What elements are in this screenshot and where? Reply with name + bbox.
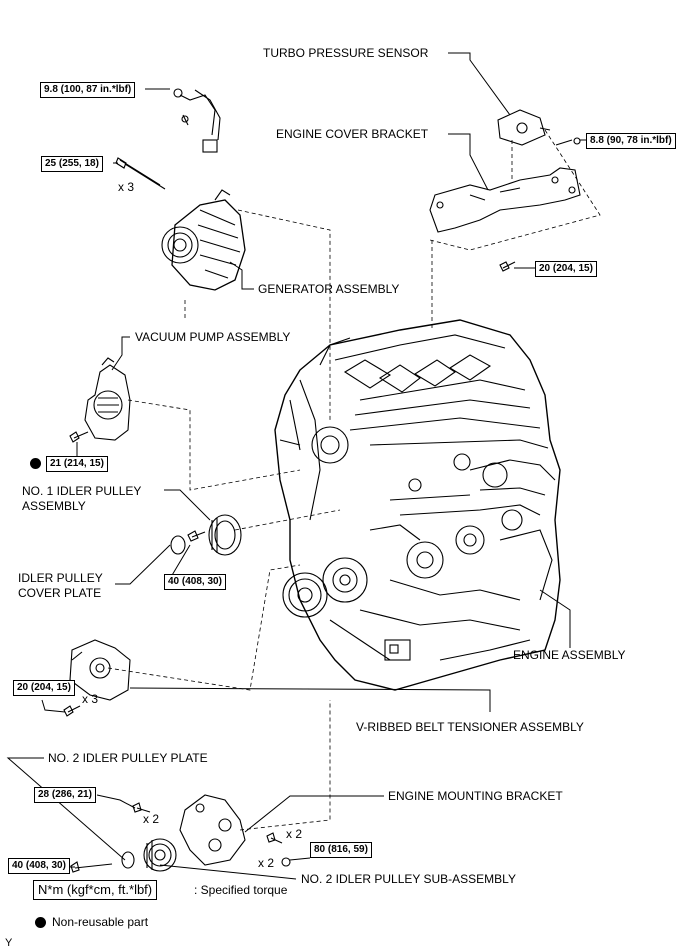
engine-mounting-bracket-drawing [179, 794, 246, 866]
torque-spec-21: 21 (214, 15) [46, 456, 108, 472]
torque-spec-20-tensioner: 20 (204, 15) [13, 680, 75, 696]
legend-non-reusable-dot [35, 917, 46, 928]
torque-spec-28: 28 (286, 21) [34, 787, 96, 803]
torque-spec-80: 80 (816, 59) [310, 842, 372, 858]
no2-idler-pulley-plate-label: NO. 2 IDLER PULLEY PLATE [48, 751, 208, 765]
engine-cover-bracket-drawing [429, 167, 581, 233]
bolt-count-x2-upper: x 2 [286, 827, 303, 841]
bolt-count-x2-lower: x 2 [258, 856, 275, 870]
no2-idler-pulley-sub-assembly-label: NO. 2 IDLER PULLEY SUB-ASSEMBLY [301, 872, 516, 886]
torque-spec-20-bracket: 20 (204, 15) [535, 261, 597, 277]
turbo-pressure-sensor-label: TURBO PRESSURE SENSOR [263, 46, 429, 60]
no2-idler-pulley-plate-drawing [121, 851, 135, 869]
torque-spec-40-plate: 40 (408, 30) [8, 858, 70, 874]
illustration-code: Y [5, 937, 13, 949]
idler-pulley-cover-label-line2: COVER PLATE [18, 586, 102, 600]
bolt-count-x3-tensioner: x 3 [82, 692, 99, 706]
engine-mounting-bracket-label: ENGINE MOUNTING BRACKET [388, 789, 563, 803]
torque-spec-40-pulley: 40 (408, 30) [164, 574, 226, 590]
no2-idler-pulley-drawing [143, 838, 177, 872]
no1-idler-pulley-label-line1: NO. 1 IDLER PULLEY [22, 484, 142, 498]
legend-non-reusable-text: Non-reusable part [52, 915, 149, 929]
engine-assembly-drawing [274, 319, 561, 691]
generator-assembly-drawing [161, 88, 246, 291]
tensioner-drawing [69, 639, 131, 701]
v-ribbed-belt-tensioner-label: V-RIBBED BELT TENSIONER ASSEMBLY [356, 720, 584, 734]
no1-idler-pulley-label-line2: ASSEMBLY [22, 499, 86, 513]
bolt-count-x3-generator: x 3 [118, 180, 135, 194]
idler-pulley-cover-label-line1: IDLER PULLEY [18, 571, 103, 585]
turbo-sensor-drawing [497, 109, 551, 146]
no1-idler-pulley-drawing [170, 514, 242, 556]
engine-cover-bracket-label: ENGINE COVER BRACKET [276, 127, 429, 141]
legend-torque-description: : Specified torque [194, 883, 288, 897]
vacuum-pump-drawing [84, 357, 131, 441]
engine-assembly-label: ENGINE ASSEMBLY [513, 648, 626, 662]
vacuum-pump-assembly-label: VACUUM PUMP ASSEMBLY [135, 330, 291, 344]
generator-bolt-drawing [115, 157, 166, 190]
non-reusable-marker [30, 458, 41, 469]
torque-spec-8-8: 8.8 (90, 78 in.*lbf) [586, 133, 676, 149]
generator-assembly-label: GENERATOR ASSEMBLY [258, 282, 400, 296]
torque-spec-9-8: 9.8 (100, 87 in.*lbf) [40, 82, 136, 98]
legend-torque-unit-box: N*m (kgf*cm, ft.*lbf) [33, 880, 158, 900]
bolt-count-x2-bracket: x 2 [143, 812, 160, 826]
torque-spec-25: 25 (255, 18) [41, 156, 103, 172]
